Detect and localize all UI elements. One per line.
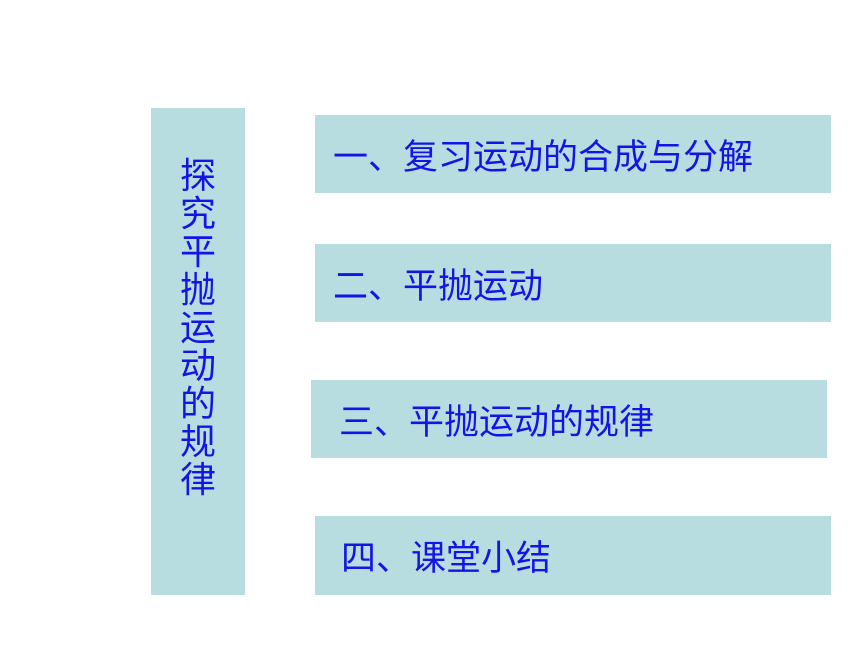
- outline-item-motion-laws[interactable]: 三、平抛运动的规律: [311, 380, 827, 458]
- title-char: 运: [179, 308, 216, 349]
- title-char: 的: [179, 384, 216, 425]
- outline-item-summary[interactable]: 四、课堂小结: [315, 516, 831, 595]
- title-char: 规: [179, 422, 216, 463]
- outline-item-projectile-motion[interactable]: 二、平抛运动: [315, 244, 831, 322]
- title-char: 动: [179, 346, 216, 387]
- outline-item-label: 三、平抛运动的规律: [339, 402, 655, 443]
- outline-item-label: 一、复习运动的合成与分解: [333, 137, 754, 178]
- outline-item-label: 四、课堂小结: [341, 539, 552, 579]
- vertical-title-panel: 探 究 平 抛 运 动 的 规 律: [151, 108, 245, 595]
- title-char: 究: [179, 194, 216, 235]
- outline-item-review[interactable]: 一、复习运动的合成与分解: [315, 115, 831, 193]
- outline-item-label: 二、平抛运动: [333, 266, 544, 307]
- title-char: 抛: [179, 270, 216, 311]
- title-char: 探: [179, 156, 216, 197]
- title-char: 平: [179, 232, 216, 273]
- title-char: 律: [179, 460, 216, 501]
